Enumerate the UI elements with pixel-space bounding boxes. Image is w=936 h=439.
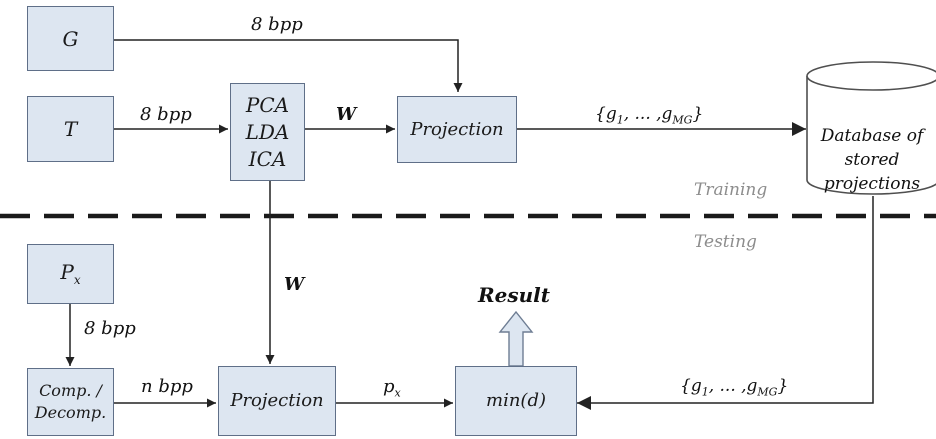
g-set-bottom-label: {g1, ... ,gMG} (680, 376, 789, 399)
projection-training-box: Projection (397, 96, 517, 163)
pca-label: PCA (245, 92, 290, 117)
pca-lda-ica-box: PCA LDA ICA (230, 83, 305, 181)
min-d-label: min(d) (486, 390, 546, 412)
testing-label: Testing (694, 232, 757, 252)
arrow-g-to-projection (114, 39, 463, 92)
n-bpp-label: n bpp (141, 376, 193, 397)
t-box-label: T (63, 117, 78, 141)
t-bpp-label: 8 bpp (140, 104, 192, 125)
result-arrow (498, 310, 534, 367)
database-cylinder (806, 61, 936, 195)
px-output-label: px (383, 376, 401, 400)
w-down-label: W (284, 274, 305, 295)
projection-training-label: Projection (410, 118, 504, 140)
px-box-label: Px (60, 260, 81, 288)
min-d-box: min(d) (455, 366, 577, 436)
database-line-1: Database of (820, 126, 924, 146)
database-line-2: stored (844, 150, 900, 170)
lda-label: LDA (245, 119, 290, 144)
px-bpp-label: 8 bpp (84, 318, 136, 339)
database-label: Database of stored projections (810, 124, 934, 196)
g-box: G (27, 6, 114, 71)
t-box: T (27, 96, 114, 162)
result-label: Result (478, 283, 550, 307)
w-top-label: W (336, 104, 357, 125)
comp-label: Comp. / (39, 381, 102, 400)
training-label: Training (694, 180, 768, 200)
arrow-database-to-min (577, 196, 874, 410)
decomp-label: Decomp. (34, 403, 107, 422)
projection-testing-box: Projection (218, 366, 336, 436)
g-bpp-label: 8 bpp (251, 14, 303, 35)
projection-testing-label: Projection (230, 390, 324, 412)
g-set-top-label: {g1, ... ,gMG} (595, 104, 704, 127)
ica-label: ICA (248, 146, 287, 171)
g-box-label: G (62, 26, 79, 51)
px-box: Px (27, 244, 114, 304)
database-line-3: projections (823, 174, 921, 194)
comp-decomp-box: Comp. / Decomp. (27, 368, 114, 436)
